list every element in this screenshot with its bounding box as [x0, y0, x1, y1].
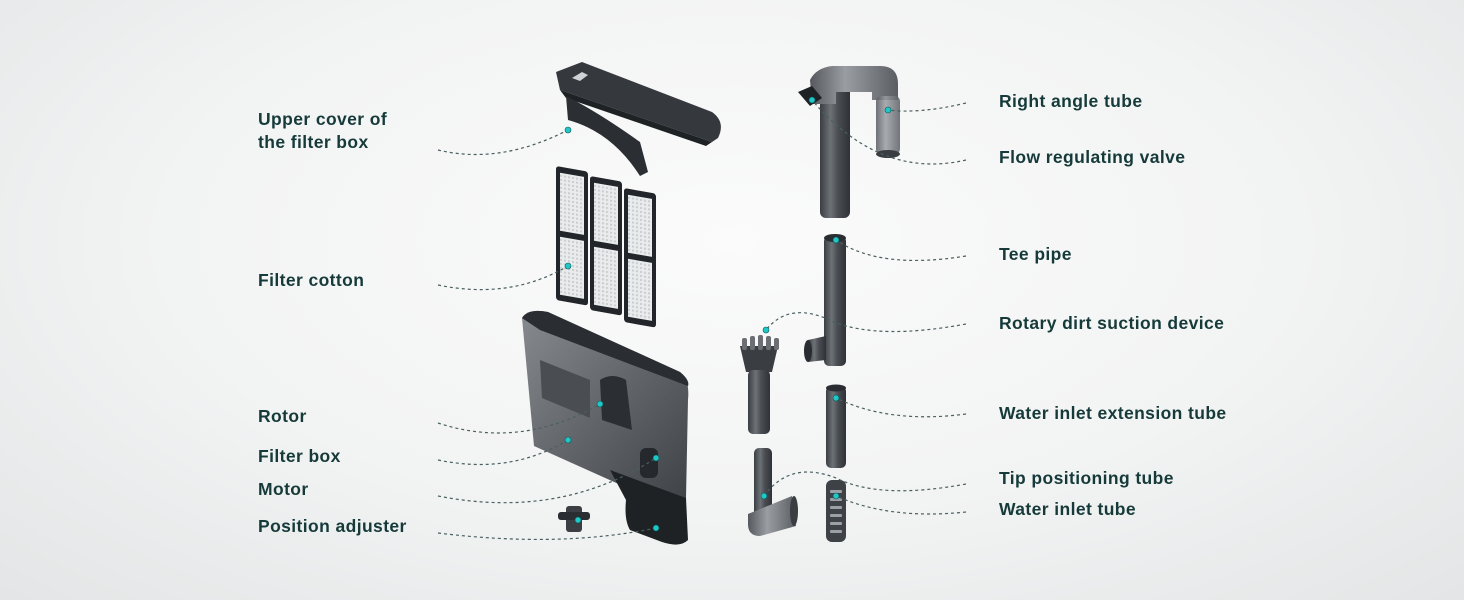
- label-tee-pipe: Tee pipe: [999, 244, 1072, 264]
- label-filter-box: Filter box: [258, 446, 341, 466]
- dot-upper-cover: [564, 126, 572, 134]
- dot-water-inlet-tube: [832, 492, 840, 500]
- dot-flow-valve: [808, 96, 816, 104]
- leader-tee-pipe: [835, 239, 967, 262]
- label-tip-positioning-tube: Tip positioning tube: [999, 468, 1174, 488]
- filter-cotton-part: [556, 166, 656, 328]
- filter-box-part: [522, 310, 689, 545]
- dot-box-base: [652, 524, 660, 532]
- label-right-angle-tube: Right angle tube: [999, 91, 1143, 111]
- label-rotor: Rotor: [258, 406, 307, 426]
- dot-filter-box: [564, 436, 572, 444]
- leader-flow-valve: [811, 99, 967, 165]
- leader-rotary-dirt: [765, 312, 967, 333]
- leader-filter-cotton: [437, 265, 569, 291]
- leader-upper-cover: [437, 129, 569, 156]
- label-motor: Motor: [258, 479, 309, 499]
- dot-water-inlet-ext: [832, 394, 840, 402]
- leader-tip-positioning: [763, 471, 967, 497]
- label-water-inlet-tube: Water inlet tube: [999, 499, 1137, 519]
- dot-rotor: [596, 400, 604, 408]
- tip-positioning-part: [748, 448, 798, 536]
- label-upper-cover-line2: the filter box: [258, 132, 369, 152]
- dot-motor: [652, 454, 660, 462]
- dot-tee-pipe: [832, 236, 840, 244]
- upper-cover-part: [556, 62, 721, 176]
- water-inlet-tube-part: [826, 480, 846, 542]
- dot-tip-positioning: [760, 492, 768, 500]
- dot-right-angle-tube: [884, 106, 892, 114]
- rotary-dirt-suction-part: [740, 335, 779, 434]
- right-angle-tube-part: [798, 66, 900, 218]
- label-upper-cover-line1: Upper cover of: [258, 109, 388, 129]
- label-position-adjuster: Position adjuster: [258, 516, 407, 536]
- leader-right-angle-tube: [887, 102, 967, 112]
- label-filter-cotton: Filter cotton: [258, 270, 365, 290]
- dot-rotary-dirt: [762, 326, 770, 334]
- label-rotary-dirt-suction-device: Rotary dirt suction device: [999, 313, 1225, 333]
- tee-pipe-part: [804, 234, 846, 366]
- position-adjuster-part: [558, 506, 590, 532]
- leader-motor: [437, 457, 657, 504]
- dot-position-adjuster: [574, 516, 582, 524]
- leader-position-adjuster: [437, 527, 657, 540]
- label-flow-regulating-valve: Flow regulating valve: [999, 147, 1186, 167]
- leader-water-inlet-tube: [835, 495, 967, 515]
- leader-rotor: [437, 403, 601, 434]
- label-water-inlet-extension-tube: Water inlet extension tube: [999, 403, 1227, 423]
- dot-filter-cotton: [564, 262, 572, 270]
- label-upper-cover: Upper cover of the filter box: [258, 108, 387, 154]
- leader-filter-box: [437, 439, 569, 466]
- leader-water-inlet-ext: [835, 397, 967, 418]
- water-inlet-extension-part: [826, 384, 846, 468]
